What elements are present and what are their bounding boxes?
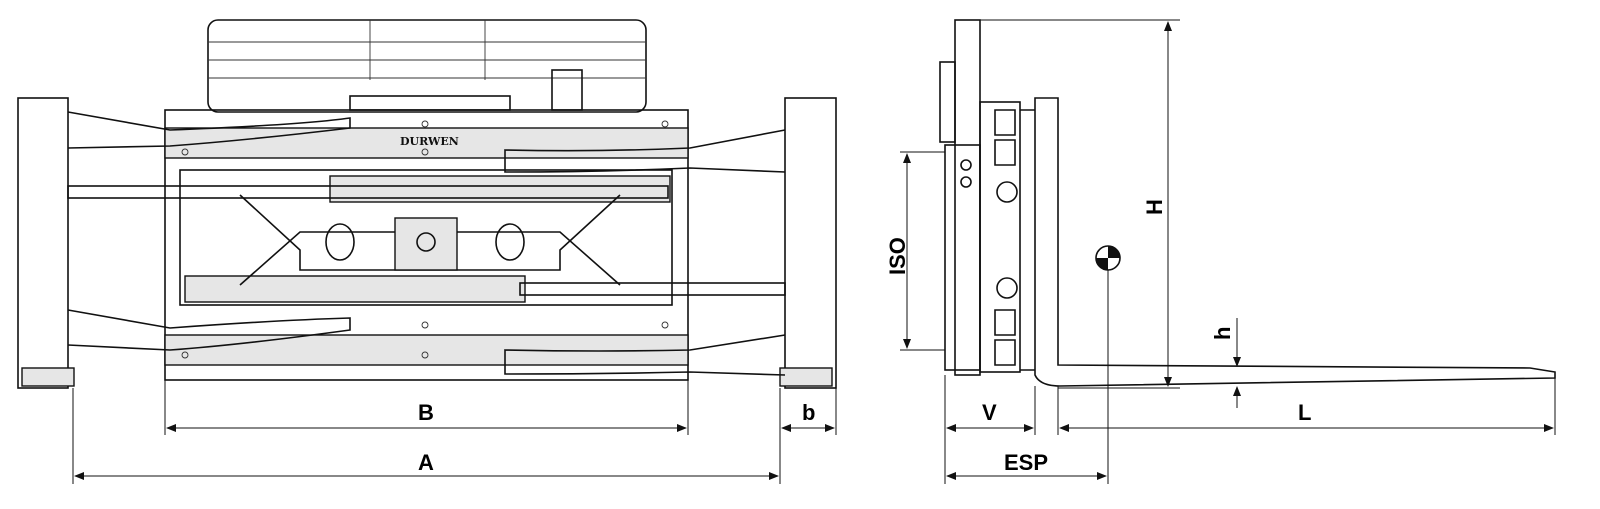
dimension-label-ESP: ESP [1004,450,1048,475]
center-of-gravity-icon [1095,245,1121,271]
dimension-label-b: b [802,400,815,425]
right-fork-arm [504,97,837,389]
dimension-label-h: h [1210,327,1235,340]
side-view [939,19,1556,387]
svg-text:DURWEN: DURWEN [400,135,459,148]
dimension-lines [72,19,1556,484]
dimension-label-L: L [1298,400,1311,425]
dimension-label-A: A [418,450,434,475]
dimension-label-H: H [1142,199,1167,215]
dimension-label-V: V [982,400,997,425]
front-view: DURWEN [17,19,837,389]
left-fork-arm [17,97,669,389]
fork [1034,97,1556,387]
dimension-label-ISO: ISO [885,237,910,275]
backrest [207,19,647,113]
dimension-label-B: B [418,400,434,425]
